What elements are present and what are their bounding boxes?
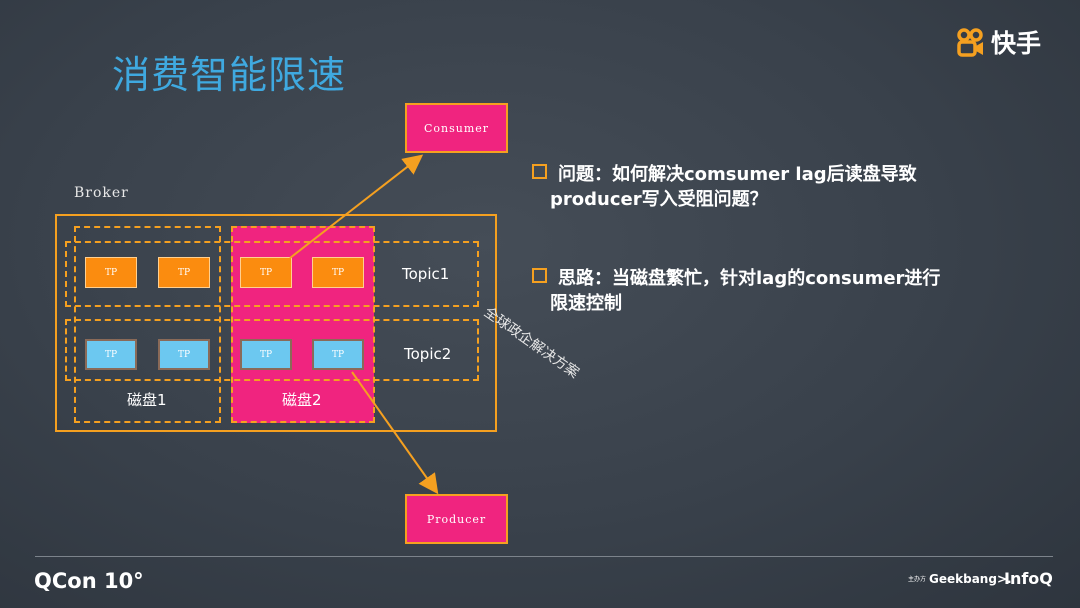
qcon-logo: QCon 10° bbox=[34, 569, 144, 593]
disk2-dashed-region bbox=[231, 226, 375, 423]
bullet-idea-line2: 限速控制 bbox=[550, 293, 622, 314]
kuaishou-logo-icon bbox=[957, 28, 983, 57]
disk2-label: 磁盘2 bbox=[282, 391, 322, 409]
tp-partition: TP bbox=[85, 339, 137, 370]
topic2-dashed-region bbox=[65, 319, 479, 381]
kuaishou-logo: 快手 bbox=[957, 24, 1041, 60]
tp-partition: TP bbox=[158, 339, 210, 370]
disk1-label: 磁盘1 bbox=[127, 391, 167, 409]
broker-label: Broker bbox=[74, 185, 129, 201]
arrow-to-producer bbox=[351, 371, 439, 495]
bullet-idea-line1: 思路：当磁盘繁忙，针对lag的consumer进行 bbox=[558, 268, 941, 289]
square-bullet-icon bbox=[532, 268, 547, 283]
broker-box bbox=[55, 214, 497, 432]
square-bullet-icon bbox=[532, 164, 547, 179]
organizer-label: 主办方 bbox=[908, 576, 927, 583]
logo-text: 快手 bbox=[991, 29, 1042, 58]
disk1-dashed-region bbox=[74, 226, 221, 423]
consumer-box: Consumer bbox=[405, 103, 508, 153]
tp-partition: TP bbox=[158, 257, 210, 288]
footer-divider bbox=[35, 556, 1053, 557]
topic1-dashed-region bbox=[65, 241, 479, 307]
bullet-problem: 问题：如何解决comsumer lag后读盘导致 producer写入受阻问题？ bbox=[532, 162, 917, 212]
bullet-idea: 思路：当磁盘繁忙，针对lag的consumer进行 限速控制 bbox=[532, 266, 940, 316]
bullet-problem-line1: 问题：如何解决comsumer lag后读盘导致 bbox=[558, 164, 917, 185]
producer-box: Producer bbox=[405, 494, 508, 544]
bullet-problem-line2: producer写入受阻问题？ bbox=[550, 189, 768, 210]
topic2-label: Topic2 bbox=[404, 345, 452, 363]
page-title: 消费智能限速 bbox=[112, 53, 347, 97]
infoq-logo: InfoQ bbox=[1004, 569, 1053, 588]
geekbang-text: Geekbang>. bbox=[929, 572, 1012, 586]
topic1-label: Topic1 bbox=[402, 265, 450, 283]
tp-partition: TP bbox=[240, 257, 292, 288]
tp-partition: TP bbox=[312, 339, 364, 370]
arrow-to-consumer bbox=[289, 154, 424, 259]
tp-partition: TP bbox=[85, 257, 137, 288]
tp-partition: TP bbox=[312, 257, 364, 288]
tp-partition: TP bbox=[240, 339, 292, 370]
